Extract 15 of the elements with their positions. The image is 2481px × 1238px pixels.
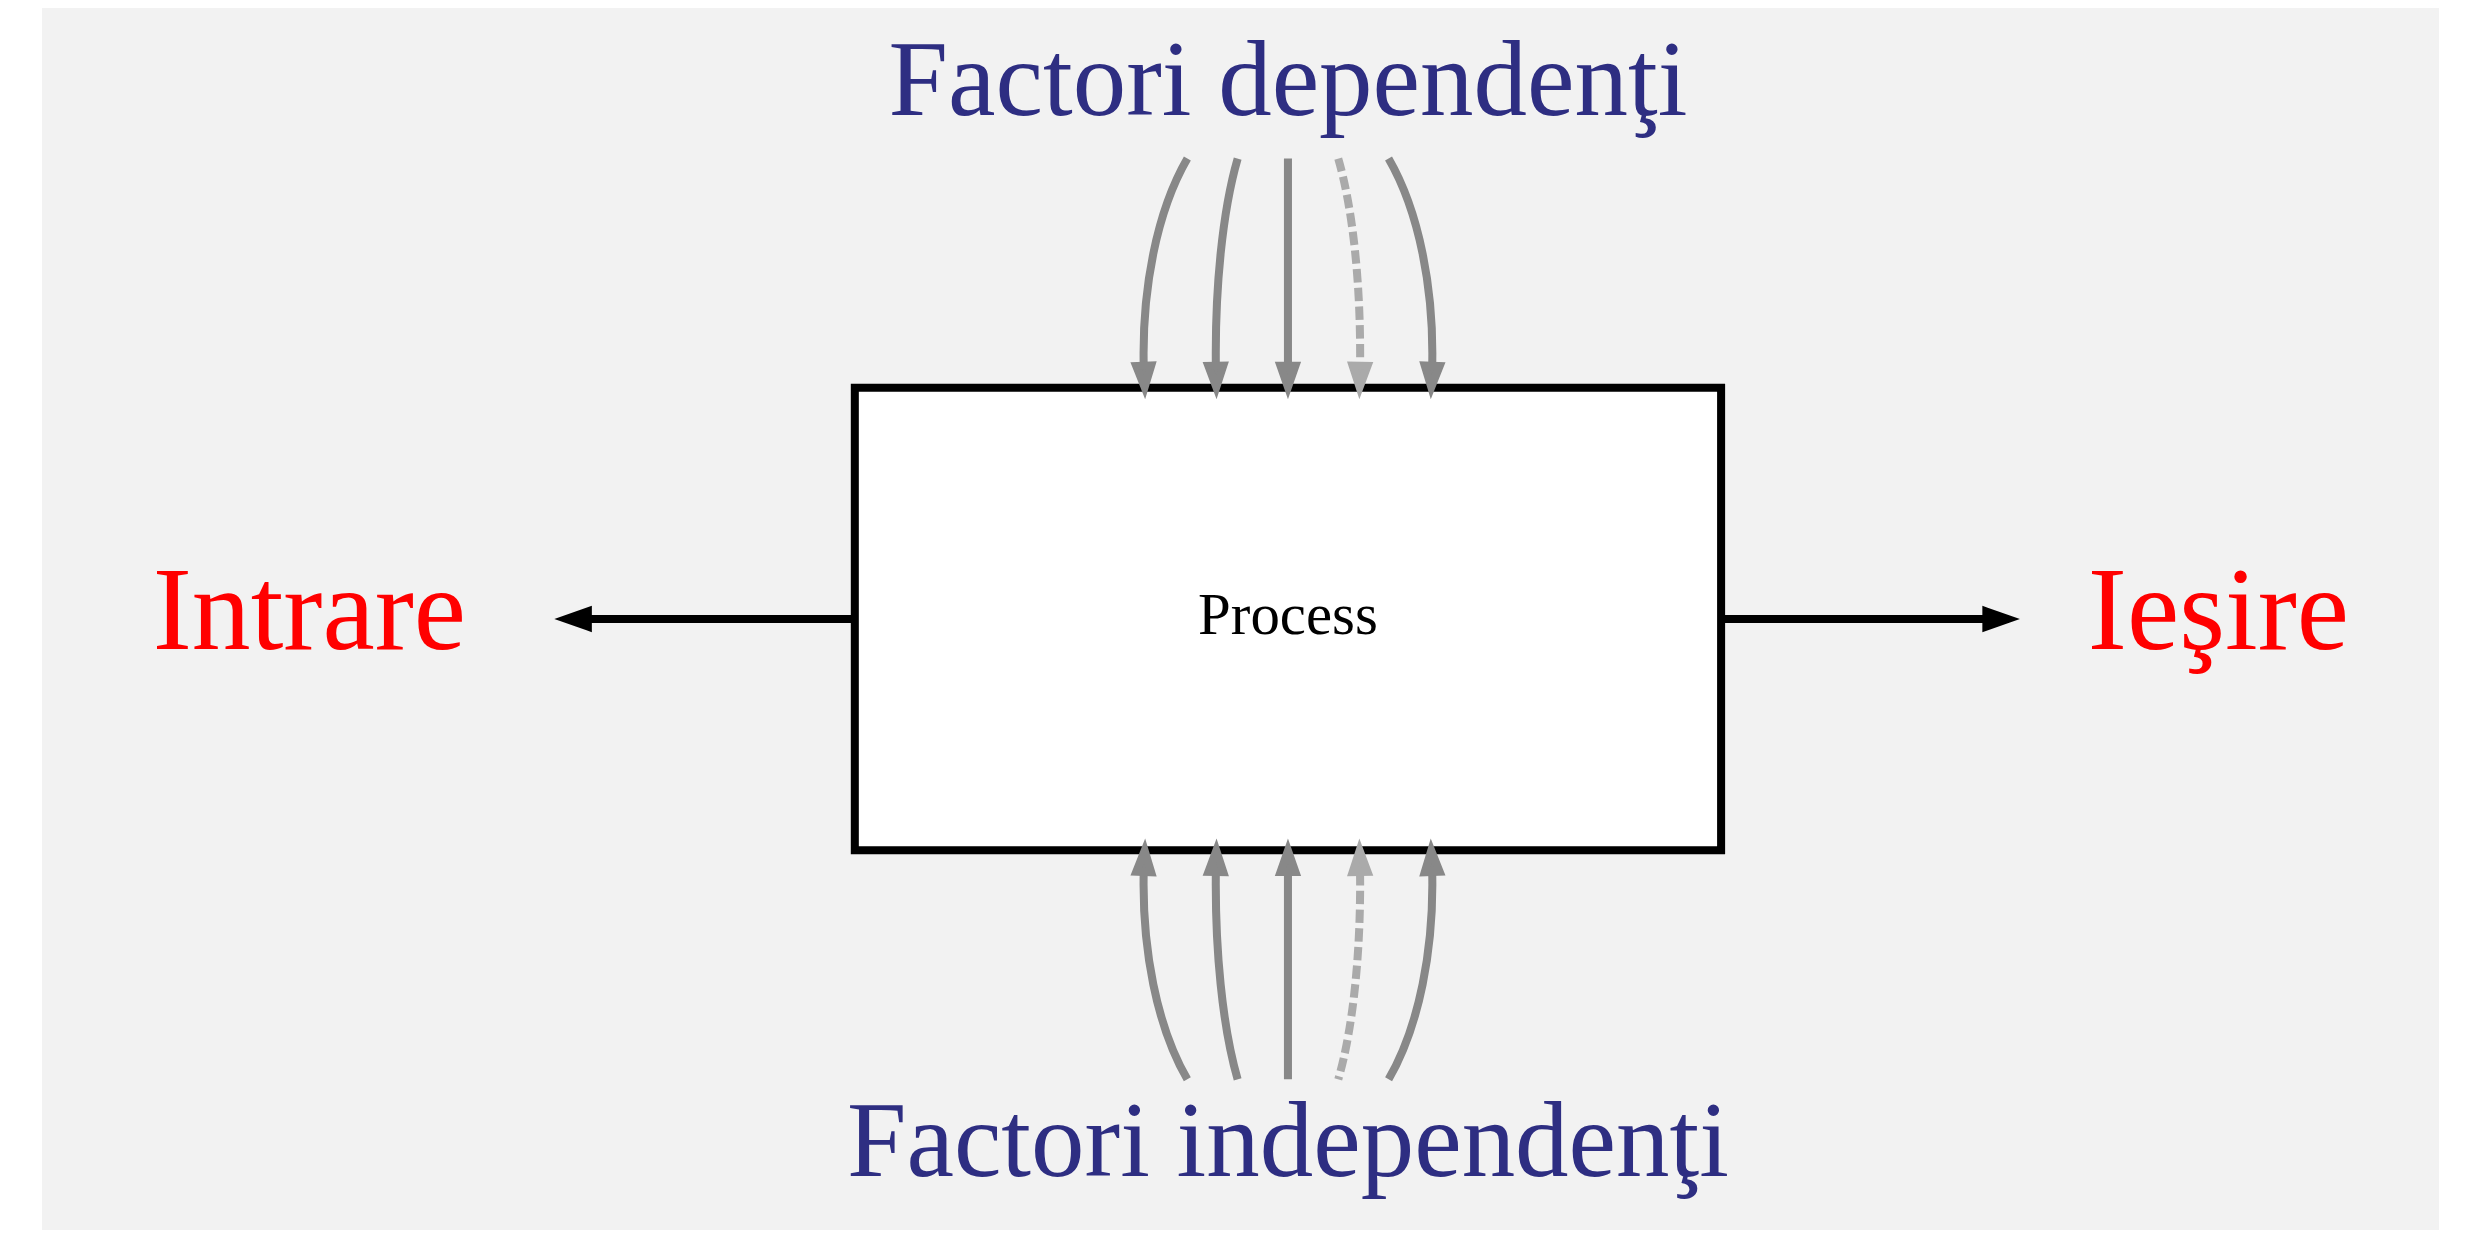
node-text: Factori dependenţi <box>888 20 1688 138</box>
node-text: Factori independenţi <box>846 1081 1729 1200</box>
arrow <box>1334 157 1374 400</box>
arrow <box>1130 156 1191 400</box>
arrow <box>1202 157 1242 400</box>
node-text: Intrare <box>152 543 467 674</box>
arrow <box>1274 838 1302 1080</box>
arrow <box>1385 156 1446 400</box>
arrow <box>1334 838 1374 1081</box>
arrow <box>1202 838 1242 1081</box>
node-box: Process <box>850 383 1726 855</box>
arrow <box>1130 838 1191 1082</box>
arrow <box>1385 838 1446 1082</box>
arrow <box>1274 158 1302 400</box>
node-text: Ieşire <box>2087 543 2350 674</box>
